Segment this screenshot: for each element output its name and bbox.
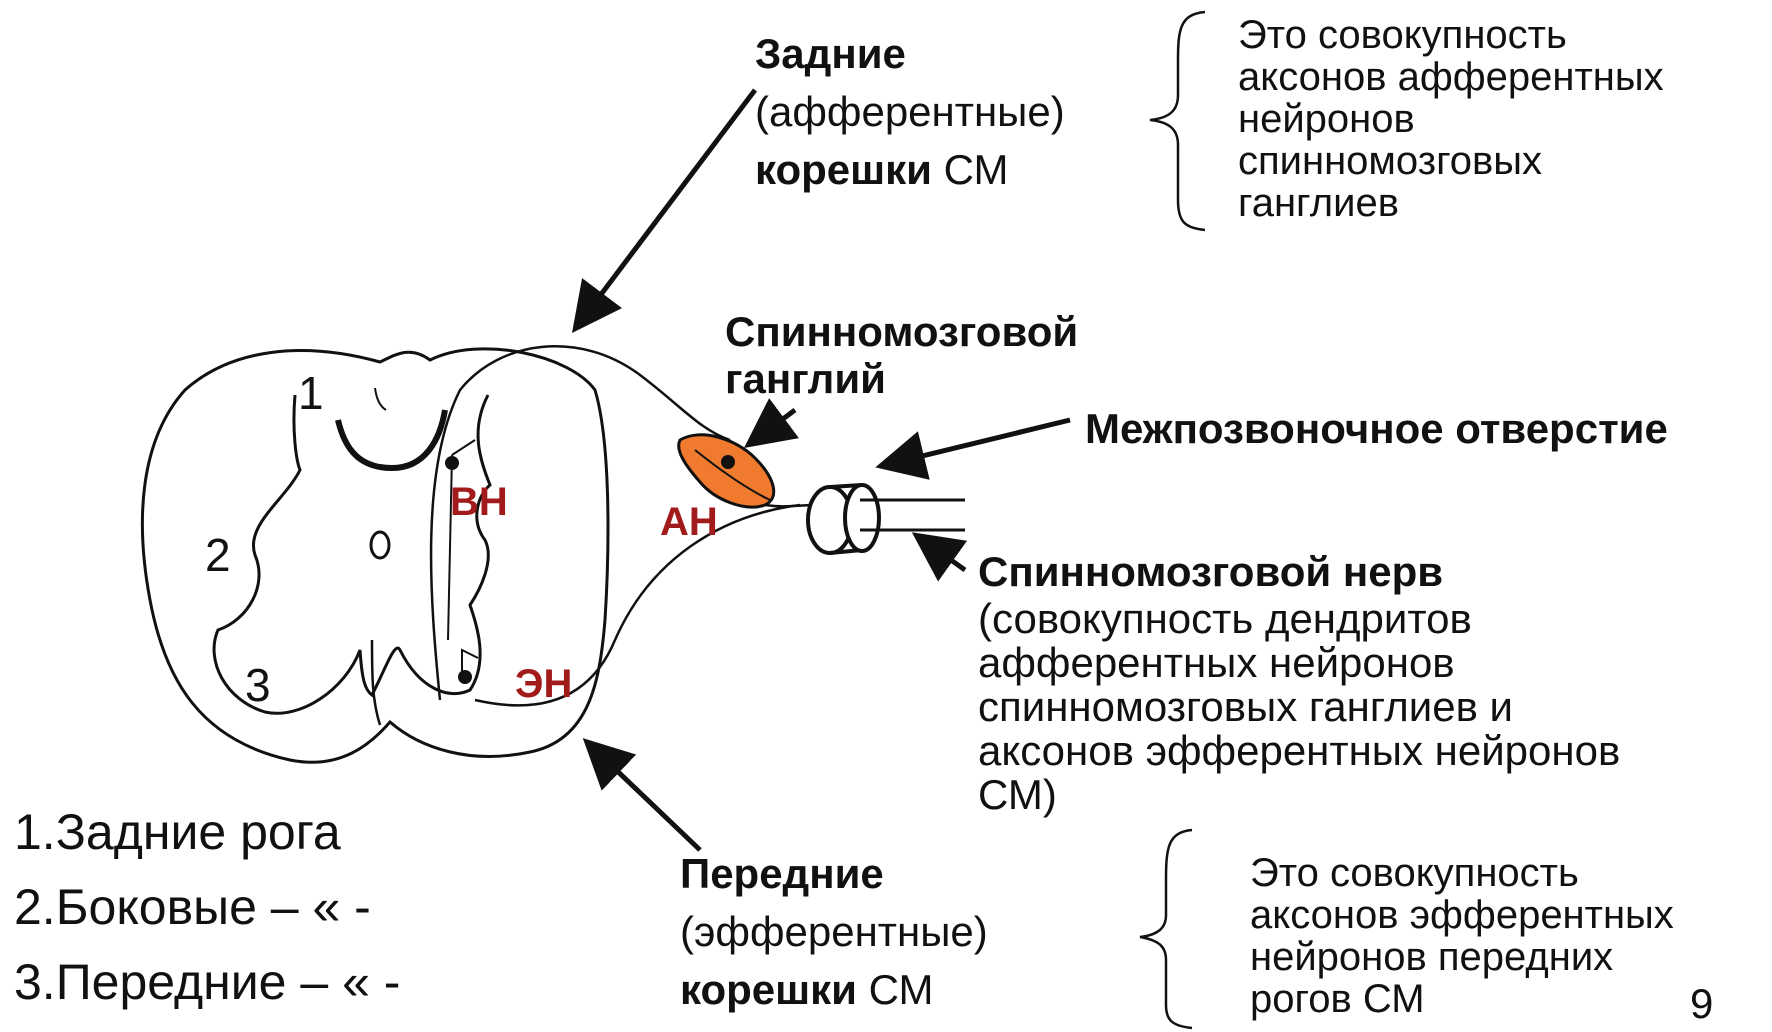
brace-dorsal-note: [1150, 12, 1205, 230]
nerve-desc-line: (совокупность дендритов: [978, 597, 1620, 641]
nerve-desc-line: СМ): [978, 773, 1620, 817]
ganglion-label-line: ганглий: [725, 355, 1078, 402]
dorsal-note-line: нейронов: [1238, 98, 1664, 140]
ventral-note-line: аксонов эфферентных: [1250, 894, 1674, 936]
afferent-neuron-label: АН: [660, 500, 718, 545]
ganglion-to-nerve: [765, 505, 815, 506]
nerve-desc-line: афферентных нейронов: [978, 641, 1620, 685]
dorsal-root-note: Это совокупность аксонов афферентных ней…: [1238, 14, 1664, 224]
dorsal-root-subtitle: (афферентные): [755, 88, 1065, 135]
dorsal-root-line3: корешки СМ: [755, 146, 1009, 193]
ventral-root-line3: корешки СМ: [680, 966, 934, 1013]
horn-number-lateral: 2: [205, 530, 231, 582]
ventral-note-line: рогов СМ: [1250, 978, 1674, 1020]
afferent-neuron-body: [721, 455, 735, 469]
horn-number-ventral: 3: [245, 660, 271, 712]
ventral-root-line3-rest: СМ: [857, 966, 934, 1013]
spinal-ganglion: [679, 435, 774, 507]
ventral-note-line: нейронов передних: [1250, 936, 1674, 978]
legend-item: 3.Передние – « -: [14, 945, 400, 1020]
brace-ventral-note: [1140, 830, 1192, 1028]
nerve-desc-line: спинномозговых ганглиев и: [978, 685, 1620, 729]
efferent-neuron-label: ЭН: [515, 662, 572, 707]
dorsal-note-line: аксонов афферентных: [1238, 56, 1664, 98]
dorsal-note-line: ганглиев: [1238, 182, 1664, 224]
dorsal-root-line3-bold: корешки: [755, 146, 932, 193]
legend-item: 2.Боковые – « -: [14, 870, 400, 945]
interneuron-body: [445, 456, 459, 470]
ventral-root-subtitle: (эфферентные): [680, 908, 988, 955]
ventral-root-title: Передние: [680, 850, 884, 897]
ventral-root-line3-bold: корешки: [680, 966, 857, 1013]
arrow-foramen: [885, 420, 1070, 465]
dorsal-median-sulcus: [375, 388, 386, 410]
arrow-spinal-nerve: [920, 538, 965, 570]
arrow-ganglion: [752, 410, 795, 442]
dorsal-root-line3-rest: СМ: [932, 146, 1009, 193]
horn-legend: 1.Задние рога 2.Боковые – « - 3.Передние…: [14, 795, 400, 1020]
ganglion-label: Спинномозговой ганглий: [725, 308, 1078, 402]
arrow-dorsal-root: [578, 90, 755, 325]
dorsal-root-title: Задние: [755, 30, 906, 77]
ventral-note-line: Это совокупность: [1250, 852, 1674, 894]
dorsal-horn-curve: [338, 410, 445, 468]
horn-number-dorsal: 1: [298, 368, 324, 420]
foramen-label: Межпозвоночное отверстие: [1085, 405, 1668, 452]
dorsal-note-line: Это совокупность: [1238, 14, 1664, 56]
ventral-root-note: Это совокупность аксонов эфферентных ней…: [1250, 852, 1674, 1020]
efferent-neuron-body: [458, 670, 472, 684]
spinal-nerve-desc: (совокупность дендритов афферентных нейр…: [978, 597, 1620, 817]
interneuron-label: ВН: [450, 480, 508, 525]
nerve-desc-line: аксонов эфферентных нейронов: [978, 729, 1620, 773]
dorsal-note-line: спинномозговых: [1238, 140, 1664, 182]
legend-item: 1.Задние рога: [14, 795, 400, 870]
page-number: 9: [1690, 980, 1713, 1027]
central-canal: [371, 532, 389, 558]
foramen-inner: [845, 485, 879, 551]
arrow-ventral-root: [590, 745, 700, 850]
spinal-nerve-title: Спинномозговой нерв: [978, 548, 1443, 595]
ganglion-label-line: Спинномозговой: [725, 308, 1078, 355]
